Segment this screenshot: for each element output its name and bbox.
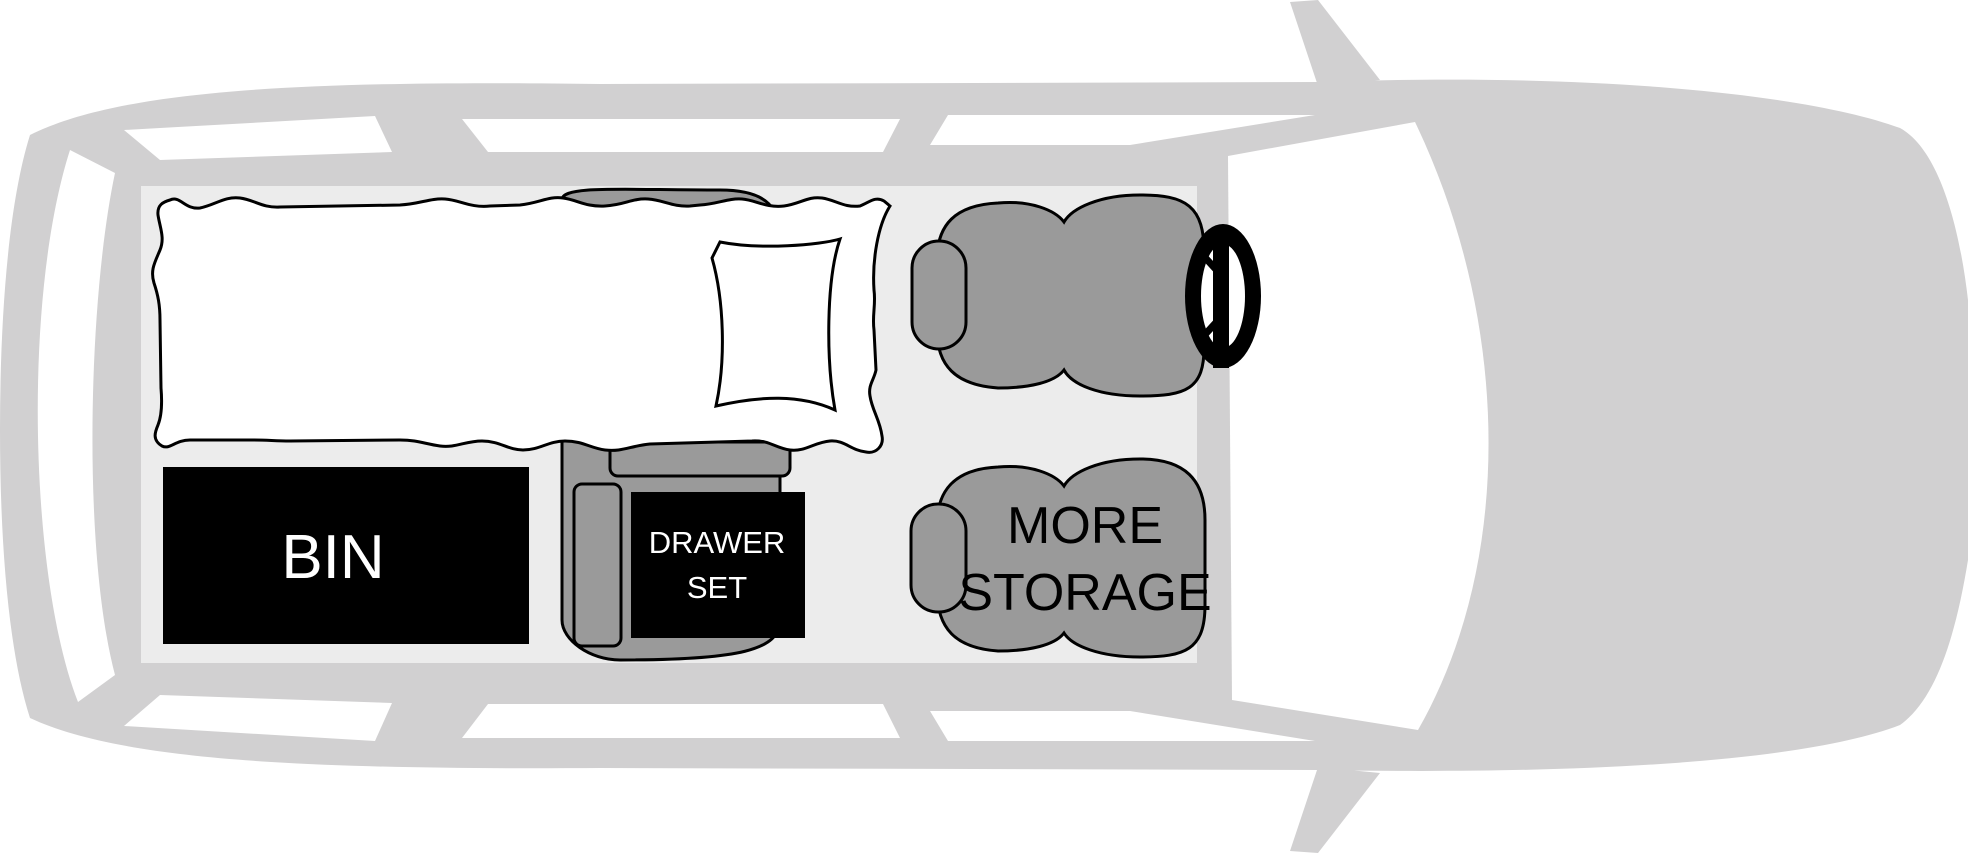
- front-seat-driver: [910, 193, 1206, 398]
- bin-box: [163, 467, 529, 644]
- more-storage-label-line2: STORAGE: [958, 564, 1211, 622]
- bin-label: BIN: [281, 523, 384, 592]
- pillow: [710, 236, 843, 413]
- drawer-set-box: [631, 492, 805, 638]
- window-bottom-middle: [462, 704, 900, 738]
- mattress: [151, 196, 892, 454]
- window-top-middle: [462, 119, 900, 152]
- passenger-seat-cushion: [935, 457, 1207, 659]
- rear-seat-armrest: [572, 482, 623, 648]
- windows: [37, 115, 1489, 741]
- mirror-bottom: [1290, 767, 1380, 853]
- window-bottom-rear: [124, 695, 392, 741]
- window-top-rear: [124, 116, 392, 160]
- steering-wheel-hub: [1213, 228, 1229, 368]
- windshield: [1228, 122, 1489, 730]
- window-bottom-front: [930, 711, 1315, 741]
- drawer-set: DRAWER SET: [631, 492, 805, 638]
- passenger-seat-armrest: [909, 502, 968, 614]
- steering-wheel: [1185, 224, 1261, 368]
- bin: BIN: [163, 467, 529, 644]
- drawer-set-label-line2: SET: [687, 570, 747, 605]
- front-seat-passenger-storage: MORE STORAGE: [909, 457, 1212, 659]
- drawer-set-label-line1: DRAWER: [649, 525, 786, 560]
- window-top-front: [930, 115, 1315, 145]
- driver-seat-armrest: [910, 239, 968, 351]
- window-rear: [37, 150, 115, 702]
- mirror-top: [1290, 0, 1380, 86]
- steering-wheel-spokes: [1197, 249, 1225, 343]
- mattress-outline: [151, 196, 892, 454]
- driver-seat-cushion: [935, 193, 1206, 398]
- more-storage-label-line1: MORE: [1007, 497, 1163, 555]
